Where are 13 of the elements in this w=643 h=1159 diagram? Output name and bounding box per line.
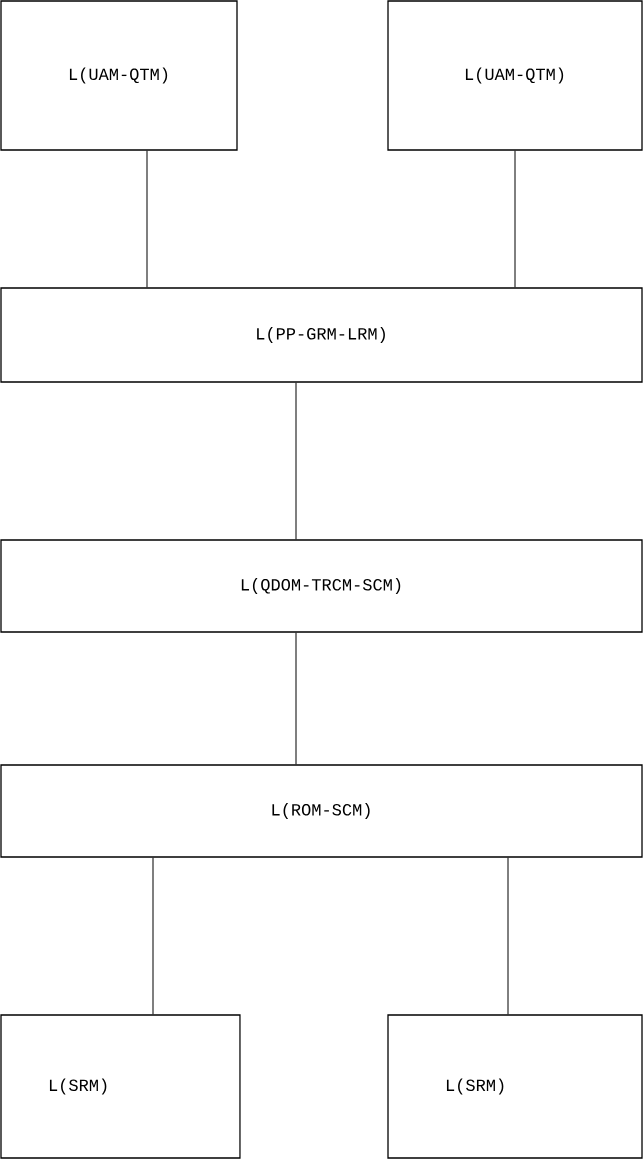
connector-line xyxy=(295,382,297,540)
connector-line xyxy=(514,150,516,288)
box: L(ROM-SCM) xyxy=(0,764,643,858)
connector-line xyxy=(295,632,297,765)
connector-line xyxy=(507,857,509,1015)
box: L(SRM) xyxy=(0,1014,241,1159)
connector-line xyxy=(146,150,148,288)
connector-line xyxy=(152,857,154,1015)
box: L(PP-GRM-LRM) xyxy=(0,287,643,383)
box: L(UAM-QTM) xyxy=(0,0,238,151)
box: L(QDOM-TRCM-SCM) xyxy=(0,539,643,633)
box: L(SRM) xyxy=(387,1014,643,1159)
box: L(UAM-QTM) xyxy=(387,0,643,151)
